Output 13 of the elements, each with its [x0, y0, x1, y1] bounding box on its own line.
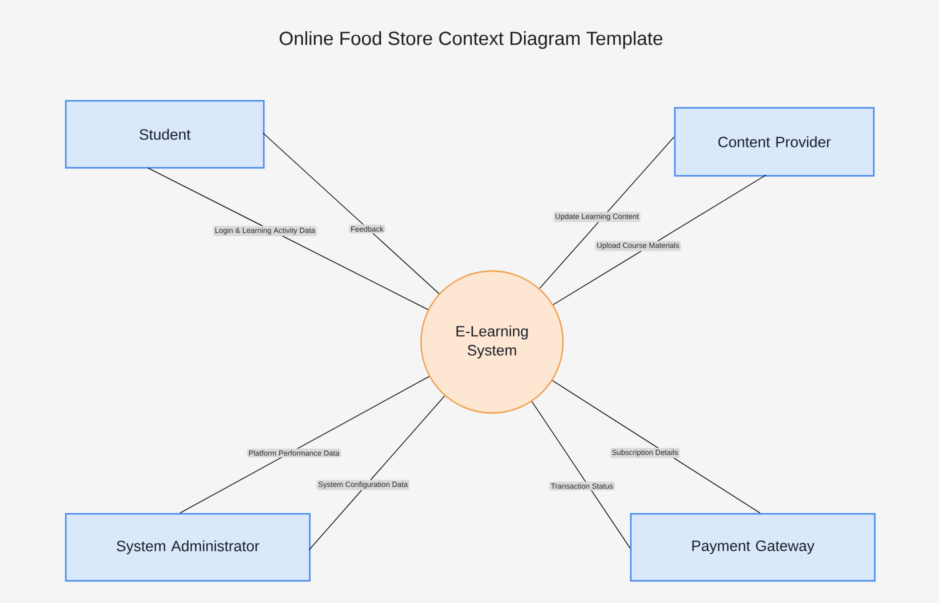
title: Online Food Store Context Diagram Template — [280, 31, 662, 49]
entity-box: Payment Gateway — [630, 513, 876, 582]
entity-box: Student — [65, 100, 265, 169]
connector-line — [148, 168, 428, 310]
connector-line — [308, 395, 446, 550]
connector-line — [552, 380, 760, 514]
entity-box: Content Provider — [674, 107, 875, 177]
connector-line — [539, 136, 674, 289]
entity-box: System Administrator — [65, 513, 311, 582]
connector-line — [532, 401, 630, 548]
connector-line — [552, 174, 766, 306]
connector-line — [262, 132, 440, 294]
connector-line — [180, 376, 430, 514]
